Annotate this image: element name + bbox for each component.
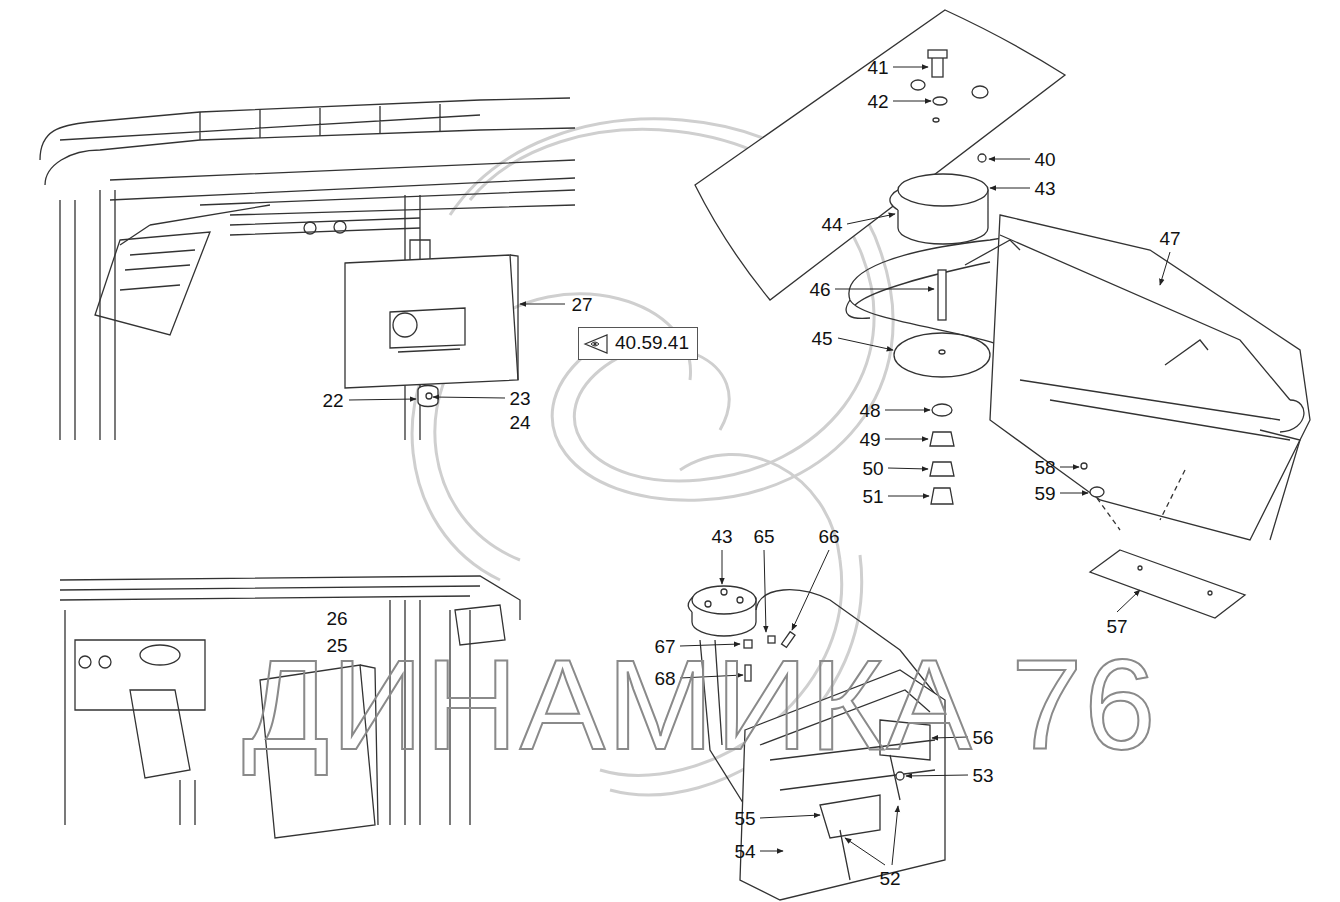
callout-number: 46 [809, 280, 830, 299]
callout-number: 57 [1106, 617, 1127, 636]
callout-number: 58 [1034, 458, 1055, 477]
reference-box: 40.59.41 [578, 327, 698, 360]
view-reference-icon [583, 333, 609, 355]
callout-number: 23 [509, 389, 530, 408]
callout-number: 40 [1034, 150, 1055, 169]
callout-number: 43 [1034, 179, 1055, 198]
callout-number: 66 [818, 527, 839, 546]
callout-number: 51 [862, 487, 883, 506]
callout-number: 65 [753, 527, 774, 546]
callout-number: 27 [571, 295, 592, 314]
mounting-top [695, 10, 1310, 618]
callout-number: 47 [1159, 229, 1180, 248]
callout-number: 42 [867, 92, 888, 111]
callout-number: 41 [867, 58, 888, 77]
callout-number: 50 [862, 459, 883, 478]
watermark: ДИНАМИКА 76 [243, 641, 1158, 769]
callout-number: 45 [811, 329, 832, 348]
callout-number: 52 [879, 869, 900, 888]
cab-top-view [40, 98, 575, 440]
callout-number: 55 [734, 809, 755, 828]
callout-number: 59 [1034, 484, 1055, 503]
callout-number: 24 [509, 413, 530, 432]
callout-number: 22 [322, 391, 343, 410]
callout-number: 48 [859, 401, 880, 420]
callout-number: 43 [711, 527, 732, 546]
reference-code: 40.59.41 [615, 333, 689, 354]
callout-number: 44 [821, 215, 842, 234]
callout-number: 49 [859, 430, 880, 449]
callout-number: 54 [734, 842, 755, 861]
callout-number: 26 [326, 609, 347, 628]
